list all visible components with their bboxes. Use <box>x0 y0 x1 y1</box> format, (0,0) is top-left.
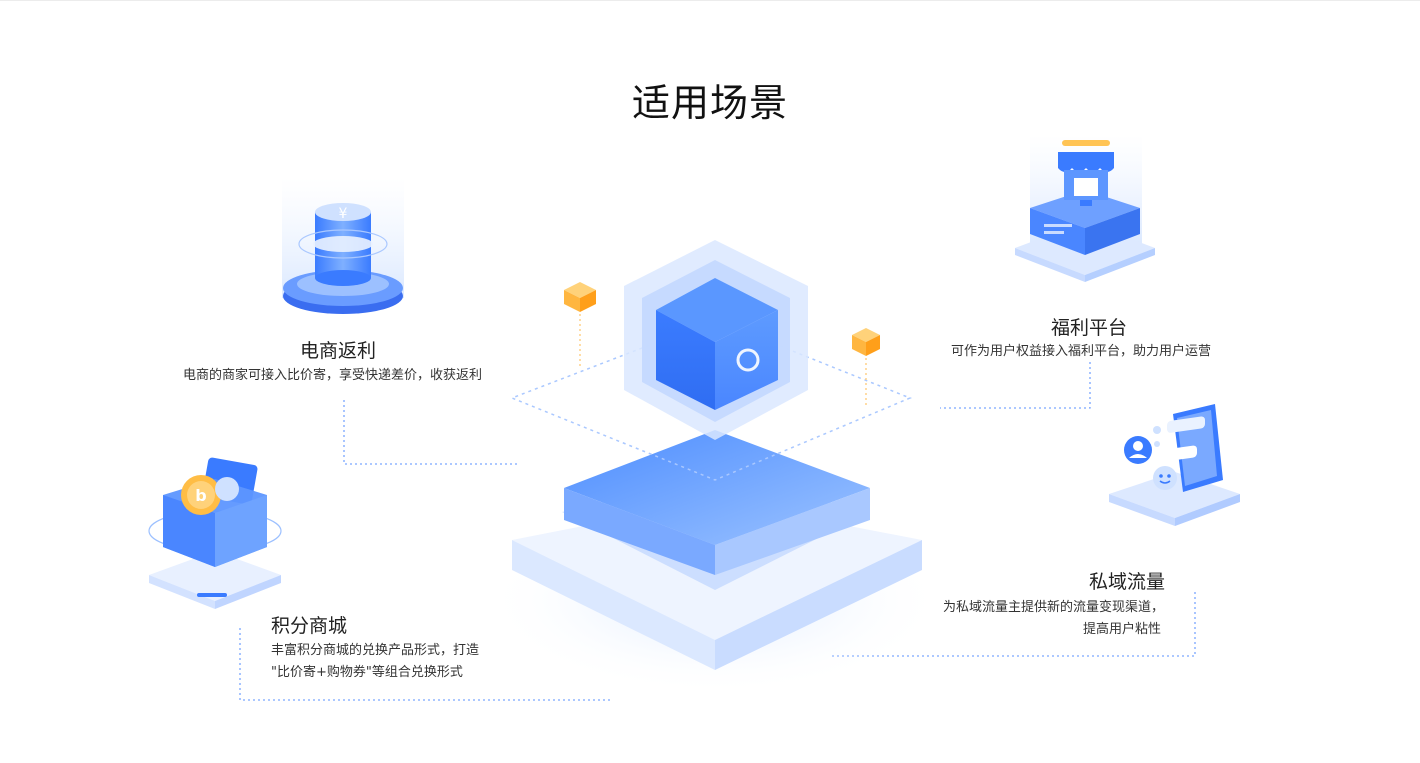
svg-text:¥: ¥ <box>339 206 348 222</box>
svg-text:b: b <box>195 486 206 505</box>
scene-title-welfare: 福利平台 <box>1051 317 1128 339</box>
central-platform-icon <box>490 240 940 695</box>
scene-title-points: 积分商城 <box>271 615 348 637</box>
coin-stack-icon: ¥ <box>282 178 404 314</box>
connector-points <box>239 628 612 701</box>
scene-desc-private-line2: 提高用户粘性 <box>1083 622 1162 637</box>
scene-desc-private-line1: 为私域流量主提供新的流量变现渠道， <box>943 600 1165 615</box>
connector-welfare <box>940 362 1091 409</box>
connector-ecommerce <box>343 400 520 465</box>
phone-chat-icon <box>1109 404 1240 526</box>
scene-title-private: 私域流量 <box>1089 571 1166 593</box>
scene-desc-ecommerce: 电商的商家可接入比价寄，享受快递差价，收获返利 <box>183 368 483 383</box>
small-cube-right-icon <box>852 328 880 406</box>
scene-desc-points-line2: "比价寄+购物券"等组合兑换形式 <box>271 665 463 680</box>
top-divider <box>0 0 1420 1</box>
connector-private <box>830 592 1196 657</box>
small-cube-left-icon <box>564 282 596 368</box>
storefront-icon <box>1015 135 1155 282</box>
scene-title-ecommerce: 电商返利 <box>300 340 377 362</box>
points-box-icon: b <box>148 457 282 609</box>
page-title: 适用场景 <box>631 81 788 125</box>
scene-desc-points-line1: 丰富积分商城的兑换产品形式，打造 <box>271 643 480 658</box>
scene-desc-welfare: 可作为用户权益接入福利平台，助力用户运营 <box>951 344 1212 359</box>
